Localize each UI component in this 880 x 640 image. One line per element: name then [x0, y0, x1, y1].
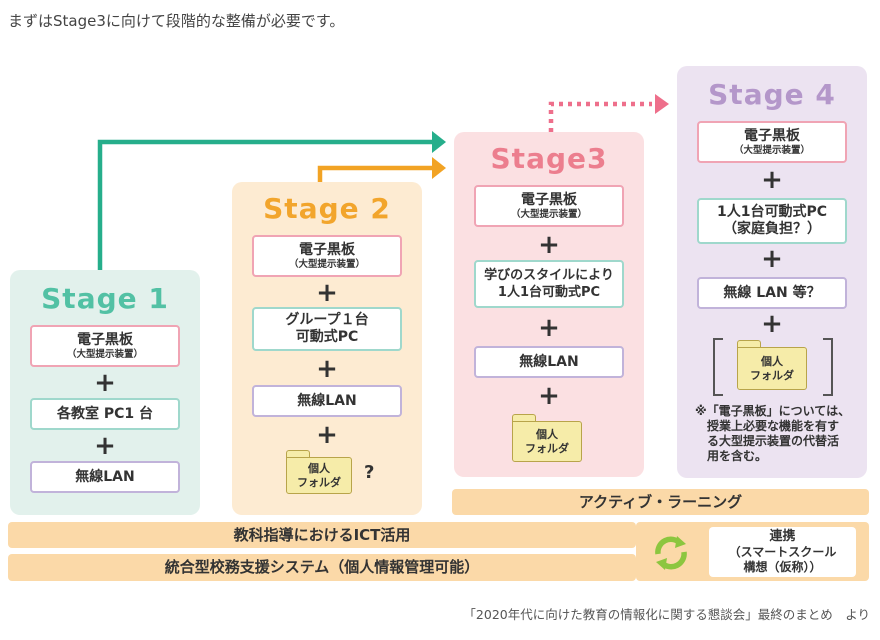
folder-label: フォルダ — [525, 441, 569, 455]
note-line: 用を含む。 — [707, 449, 768, 463]
pink-dotted-arrow — [548, 94, 669, 132]
stage-2-item-electronic-board: 電子黒板 （大型提示装置） — [252, 235, 402, 277]
folder-label: 個人 — [308, 461, 330, 475]
item-label: 無線LAN — [75, 468, 135, 485]
stage-4-panel: Stage 4 電子黒板 （大型提示装置） + 1人1台可動式PC （家庭負担？… — [677, 66, 867, 478]
item-sublabel: （大型提示装置） — [510, 208, 587, 220]
stage-3-panel: Stage3 電子黒板 （大型提示装置） + 学びのスタイルにより 1人1台可動… — [454, 132, 644, 477]
stage-3-title: Stage3 — [490, 142, 608, 175]
linkage-line1: （スマートスクール — [728, 545, 837, 559]
plus-sign: + — [761, 165, 783, 195]
stage-4-item-electronic-board: 電子黒板 （大型提示装置） — [697, 121, 847, 163]
source-caption: 「2020年代に向けた教育の情報化に関する懇談会」最終のまとめ より — [463, 607, 870, 622]
teal-arrow — [97, 131, 446, 270]
item-label: 電子黒板 — [521, 191, 577, 208]
folder-bracket-right — [823, 338, 833, 396]
item-label: 電子黒板 — [299, 241, 355, 258]
stage-1-panel: Stage 1 電子黒板 （大型提示装置） + 各教室 PC1 台 + 無線LA… — [10, 270, 200, 515]
stage-1-item-electronic-board: 電子黒板 （大型提示装置） — [30, 325, 180, 367]
item-label: 無線LAN — [297, 392, 357, 409]
intro-text: まずはStage3に向けて段階的な整備が必要です。 — [8, 12, 345, 30]
ict-band: 教科指導におけるICT活用 — [8, 522, 636, 548]
plus-sign: + — [761, 309, 783, 339]
linkage-title: 連携 — [769, 529, 796, 544]
personal-folder-icon: 個人 フォルダ — [512, 414, 582, 462]
item-label-line2: 1人1台可動式PC — [497, 285, 601, 300]
item-label: 無線LAN — [519, 353, 579, 370]
personal-folder-icon: 個人 フォルダ — [286, 450, 352, 494]
note-line: 授業上必要な機能を有す — [707, 419, 840, 433]
item-label: 各教室 PC1 台 — [56, 405, 154, 422]
item-label: 学びのスタイルにより — [484, 268, 614, 283]
stage-1-title: Stage 1 — [41, 282, 169, 315]
stage-3-item-one-pc-each: 学びのスタイルにより 1人1台可動式PC — [474, 260, 624, 308]
item-label: 無線 LAN 等？ — [723, 284, 821, 301]
folder-label: 個人 — [761, 354, 783, 368]
stage-2-item-wireless-lan: 無線LAN — [252, 385, 402, 417]
stage-4-note: ※「電子黒板」については、 授業上必要な機能を有す る大型提示装置の代替活 用を… — [695, 404, 863, 464]
plus-sign: + — [316, 420, 338, 450]
plus-sign: + — [94, 431, 116, 461]
personal-folder-icon: 個人 フォルダ — [737, 340, 807, 390]
item-label: 電子黒板 — [77, 331, 133, 348]
plus-sign: + — [761, 244, 783, 274]
item-sublabel: （大型提示装置） — [66, 348, 143, 360]
cycle-arrows-icon — [655, 536, 687, 570]
item-label-line2: （家庭負担？） — [723, 221, 821, 237]
note-line: ※「電子黒板」については、 — [695, 404, 851, 418]
stage-4-item-wireless-lan: 無線 LAN 等？ — [697, 277, 847, 309]
linkage-line2: 構想（仮称）） — [743, 560, 822, 574]
plus-sign: + — [538, 381, 560, 411]
stage-2-title: Stage 2 — [263, 192, 391, 225]
stage-3-item-wireless-lan: 無線LAN — [474, 346, 624, 378]
plus-sign: + — [94, 368, 116, 398]
item-label-line2: 可動式PC — [295, 329, 359, 345]
plus-sign: + — [316, 278, 338, 308]
note-line: る大型提示装置の代替活 — [707, 434, 840, 448]
stage-3-item-electronic-board: 電子黒板 （大型提示装置） — [474, 185, 624, 227]
folder-label: フォルダ — [297, 475, 341, 489]
question-mark: ? — [364, 462, 375, 483]
plus-sign: + — [538, 230, 560, 260]
stage-4-item-one-pc-each: 1人1台可動式PC （家庭負担？） — [697, 198, 847, 244]
active-learning-band: アクティブ・ラーニング — [452, 489, 869, 515]
folder-label: 個人 — [536, 427, 558, 441]
plus-sign: + — [316, 354, 338, 384]
stage-1-item-pc: 各教室 PC1 台 — [30, 398, 180, 430]
item-sublabel: （大型提示装置） — [733, 144, 810, 156]
stage-2-panel: Stage 2 電子黒板 （大型提示装置） + グループ１台 可動式PC + 無… — [232, 182, 422, 515]
folder-bracket-left — [713, 338, 723, 396]
stage-1-item-wireless-lan: 無線LAN — [30, 461, 180, 493]
item-label: グループ１台 — [285, 312, 369, 328]
linkage-box: 連携 （スマートスクール 構想（仮称）） — [709, 527, 856, 577]
item-label: 1人1台可動式PC — [716, 204, 828, 220]
stage-4-title: Stage 4 — [708, 78, 836, 111]
stage-2-item-group-pc: グループ１台 可動式PC — [252, 307, 402, 351]
item-sublabel: （大型提示装置） — [288, 258, 365, 270]
folder-label: フォルダ — [750, 368, 794, 382]
plus-sign: + — [538, 313, 560, 343]
item-label: 電子黒板 — [744, 127, 800, 144]
orange-arrow — [317, 157, 446, 182]
school-system-band: 統合型校務支援システム（個人情報管理可能） — [8, 554, 636, 581]
